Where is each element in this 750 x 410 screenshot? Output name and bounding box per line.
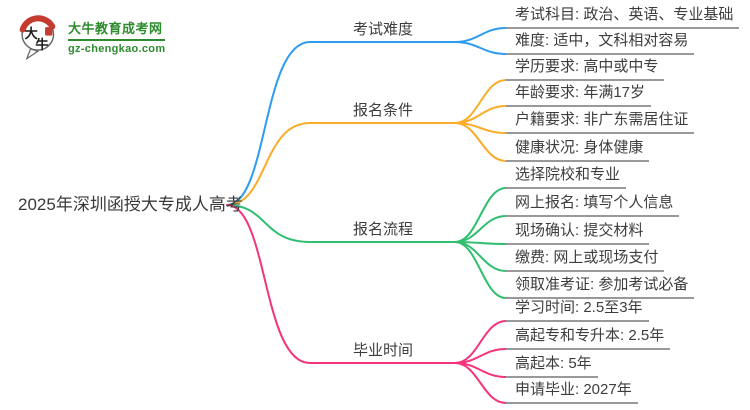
logo-char-da: 大 — [24, 25, 38, 42]
branch-enrollment-requirements: 报名条件 — [352, 102, 414, 119]
leaf-node: 现场确认: 提交材料 — [506, 221, 650, 245]
leaf-node: 申请毕业: 2027年 — [506, 380, 638, 404]
leaf-node: 学习时间: 2.5至3年 — [506, 298, 649, 322]
leaf-node: 高起本: 5年 — [506, 354, 598, 378]
leaf-curve — [454, 215, 507, 243]
branch-curve-enrollment-requirements — [226, 122, 456, 206]
leaf-curve — [454, 27, 507, 43]
logo-char-niu: 牛 — [35, 36, 48, 53]
leaf-curve — [454, 79, 507, 124]
leaf-curve — [454, 362, 507, 404]
leaf-node: 网上报名: 填写个人信息 — [506, 193, 680, 217]
site-url: gz-chengkao.com — [68, 43, 166, 55]
leaf-node: 选择院校和专业 — [506, 165, 627, 189]
logo-text-block: 大牛教育成考网 gz-chengkao.com — [68, 21, 166, 55]
branch-curve-registration-process — [226, 204, 456, 243]
leaf-node: 高起专和专升本: 2.5年 — [506, 326, 671, 350]
leaf-curve — [454, 241, 507, 299]
leaf-curve — [454, 241, 507, 272]
leaf-node: 户籍要求: 非广东需居住证 — [506, 110, 695, 134]
site-logo: 大 牛 大牛教育成考网 gz-chengkao.com — [18, 15, 166, 61]
leaf-node: 缴费: 网上或现场支付 — [506, 248, 665, 272]
leaf-curve — [454, 187, 507, 243]
branch-registration-process: 报名流程 — [352, 221, 414, 238]
leaf-node: 健康状况: 身体健康 — [506, 138, 650, 162]
leaf-node: 领取准考证: 参加考试必备 — [506, 275, 695, 299]
leaf-node: 学历要求: 高中或中专 — [506, 57, 665, 81]
leaf-curve — [454, 41, 507, 55]
logo-red-seal — [45, 27, 53, 36]
leaf-node: 年龄要求: 年满17岁 — [506, 83, 652, 107]
site-name: 大牛教育成考网 — [68, 21, 163, 36]
branch-exam-difficulty: 考试难度 — [352, 21, 414, 38]
branch-graduation-time: 毕业时间 — [352, 342, 414, 359]
leaf-node: 考试科目: 政治、英语、专业基础 — [506, 5, 740, 29]
root-node: 2025年深圳函授大专成人高考 — [18, 195, 243, 214]
daniu-logo-icon: 大 牛 — [19, 15, 56, 61]
branch-curve-exam-difficulty — [226, 41, 456, 206]
leaf-curve — [454, 122, 507, 162]
leaf-node: 难度: 适中，文科相对容易 — [506, 31, 695, 55]
logo-divider — [68, 39, 166, 41]
branch-curve-graduation-time — [226, 204, 456, 364]
